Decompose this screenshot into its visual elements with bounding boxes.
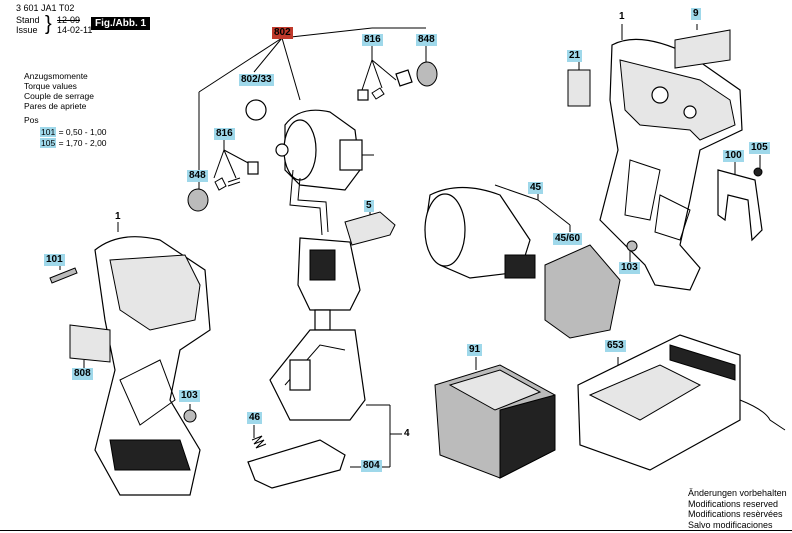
belt-clip-100 [717,169,763,242]
torque-line-fr: Couple de serrage [24,91,94,101]
brush-set-816-top [357,69,413,101]
brush-cap-848-top [416,61,438,87]
torque-row-pos: 105 [40,138,57,148]
torque-row-pos: 101 [40,127,57,137]
cover-45-60 [544,244,621,339]
part-label-848: 848 [416,34,437,46]
nut-103-left [183,409,197,423]
disclaimer-line: Salvo modificaciones [688,519,773,530]
label-808 [69,324,111,363]
part-label-802: 802 [272,27,293,39]
switch-module [297,237,361,331]
disclaimer: Änderungen vorbehalten Modifications res… [688,488,787,530]
part-label-653: 653 [605,340,626,352]
torque-row: 105 = 1,70 - 2,00 [24,138,107,148]
gear-housing-45 [424,186,536,279]
part-label-91: 91 [467,344,483,356]
torque-row-value: = 0,50 - 1,00 [58,127,107,137]
label-sticker-9 [674,29,731,69]
brush-cap-848-left [187,188,209,212]
part-label-808: 808 [72,368,93,380]
part-label-21: 21 [567,50,583,62]
disclaimer-line: Modifications reserved [688,498,779,509]
part-label-103: 103 [179,390,200,402]
part-label-45-60: 45/60 [553,233,583,245]
part-label-103: 103 [619,262,640,274]
part-label-5: 5 [364,200,374,212]
motor-802 [275,109,374,236]
part-label-45: 45 [528,182,544,194]
stand-label: Stand [16,15,40,25]
disclaimer-line: Modifications resèrvées [688,509,783,519]
brace-icon: } [45,13,52,35]
part-label-105: 105 [749,142,770,154]
torque-legend: Anzugsmomente Torque values Couple de se… [24,71,107,148]
charger-653 [577,334,786,471]
ring-802-33 [245,99,267,121]
battery-pack-91 [434,364,556,479]
part-label-46: 46 [247,412,263,424]
part-label-816: 816 [214,128,235,140]
switch-plate-5 [344,211,396,246]
document-number: 3 601 JA1 T02 [16,3,75,13]
contact-plate-804 [247,439,346,489]
torque-row-value: = 1,70 - 2,00 [58,138,107,148]
spring-46 [251,435,267,449]
nut-103-right [626,240,638,252]
part-label-802-33: 802/33 [239,74,274,86]
issue-value: 14-02-11 [57,25,93,35]
part-label-1: 1 [115,211,121,222]
part-label-101: 101 [44,254,65,266]
screw-101 [49,267,78,284]
figure-label: Fig./Abb. 1 [91,17,151,30]
torque-line-de: Anzugsmomente [24,71,88,81]
pos-label: Pos [24,115,39,125]
part-label-1: 1 [619,11,625,22]
stand-value: 12-09 [57,15,81,25]
bottom-rule [0,530,792,531]
part-label-804: 804 [361,460,382,472]
part-label-100: 100 [723,150,744,162]
screw-105 [753,167,763,177]
part-label-848: 848 [187,170,208,182]
housing-right-half [599,38,743,291]
nameplate-21 [567,69,591,107]
disclaimer-line: Änderungen vorbehalten [688,488,787,498]
torque-row: 101 = 0,50 - 1,00 [24,127,107,137]
torque-line-es: Pares de apriete [24,101,87,111]
leader-lines [59,24,761,468]
brush-set-816-left [214,161,259,191]
torque-line-en: Torque values [24,81,77,91]
part-label-9: 9 [691,8,701,20]
base-plate [269,329,366,421]
issue-label: Issue [16,25,38,35]
housing-left-half [94,236,211,496]
part-label-4: 4 [404,428,410,439]
part-label-816: 816 [362,34,383,46]
